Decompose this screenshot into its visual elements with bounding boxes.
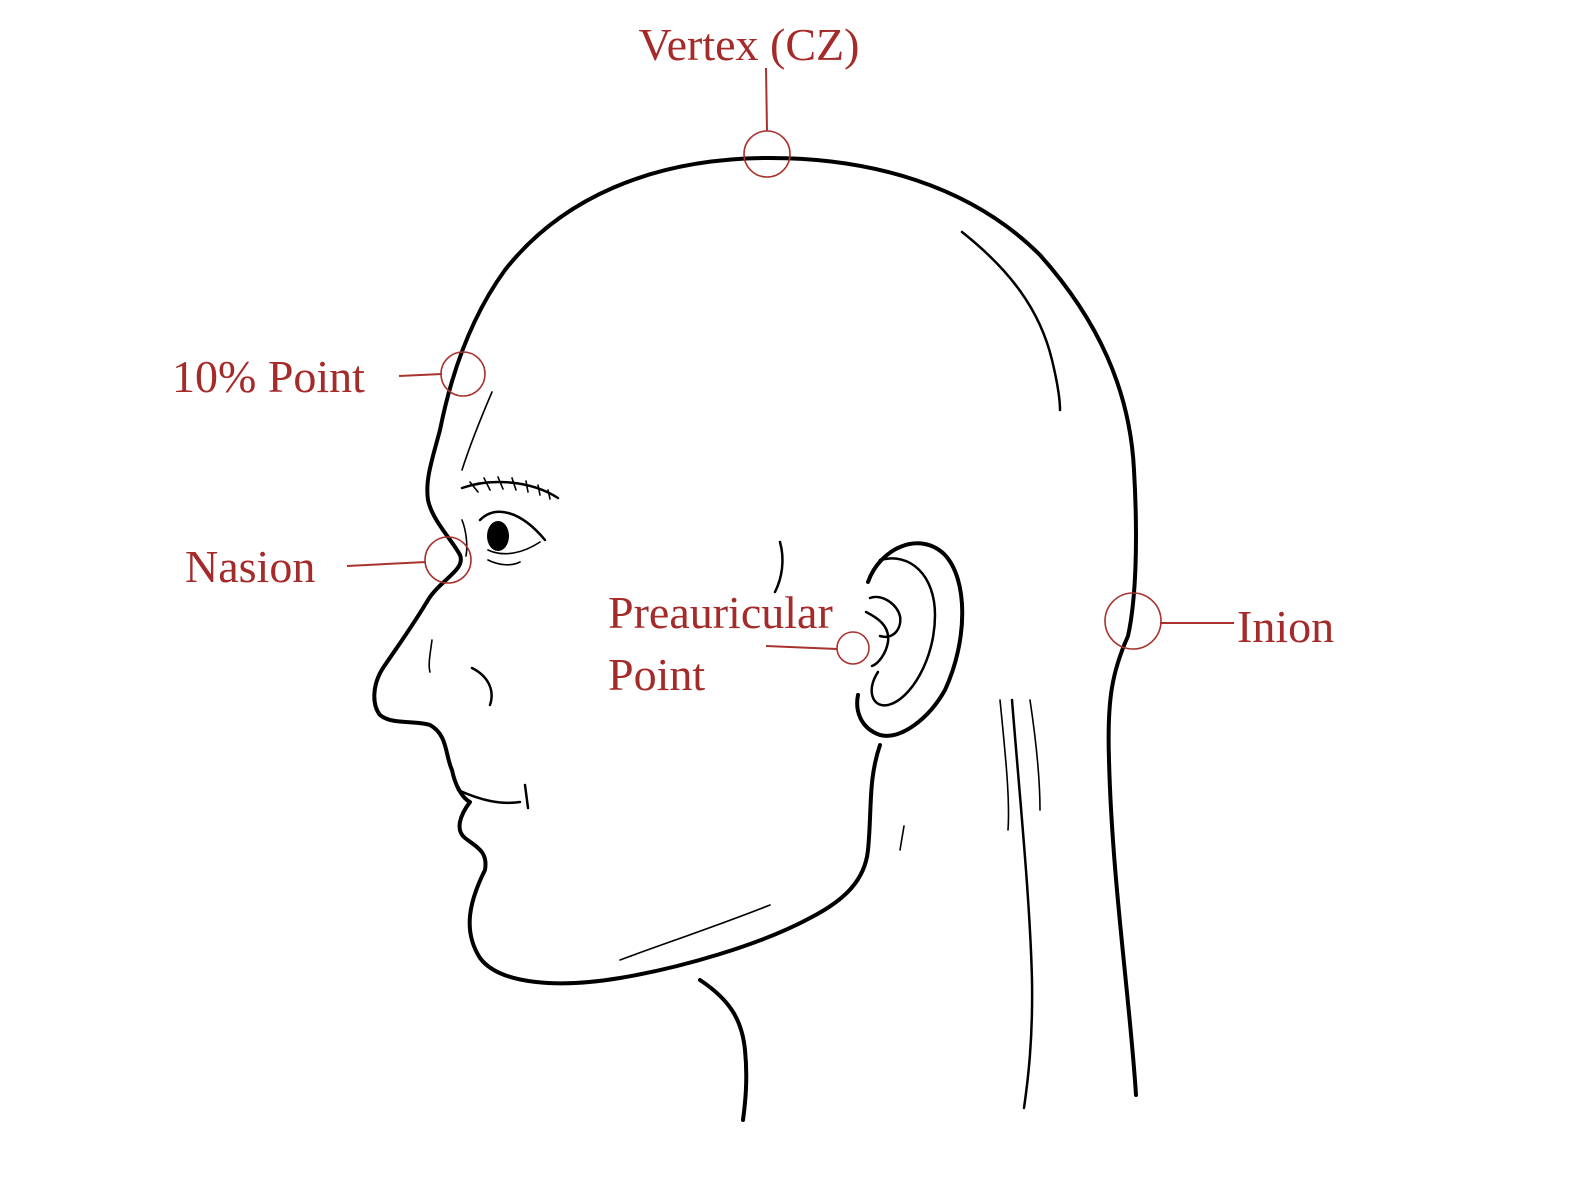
vertex-marker — [743, 130, 791, 178]
preauricular-leader — [765, 645, 838, 650]
landmark-markers — [346, 67, 1234, 665]
neck-muscle-line-2 — [1029, 699, 1041, 811]
nasion-label: Nasion — [185, 541, 315, 592]
eye-crease — [461, 519, 521, 566]
vertex-leader — [765, 67, 768, 132]
landmark-labels: Vertex (CZ) 10% Point Nasion Preauricula… — [172, 19, 1334, 700]
nostril — [470, 666, 493, 707]
eye-pupil — [487, 521, 509, 551]
vertex-label: Vertex (CZ) — [639, 19, 860, 70]
nasion-leader — [346, 561, 427, 567]
mouth-line — [456, 788, 522, 805]
jaw-shade — [619, 904, 771, 961]
ear-antihelix — [864, 595, 902, 668]
head-illustration — [372, 156, 1138, 1122]
preauricular-label-line1: Preauricular — [608, 587, 833, 638]
head-outline — [372, 156, 1138, 1097]
eye-lid — [478, 510, 547, 542]
mouth-corner — [523, 783, 530, 810]
eyebrow-hatch — [469, 476, 551, 500]
inion-label: Inion — [1237, 601, 1334, 652]
ten-percent-marker — [440, 351, 486, 397]
ear-inner — [870, 557, 937, 707]
neck-line — [1010, 698, 1034, 1110]
brow-contour — [461, 391, 493, 471]
ten-percent-label: 10% Point — [172, 351, 365, 402]
nasion-marker — [424, 536, 472, 584]
cheek-line — [773, 540, 784, 594]
eye-lower — [487, 541, 541, 555]
skull-contour — [960, 230, 1062, 412]
nose-line — [428, 639, 433, 673]
preauricular-label-line2: Point — [608, 649, 705, 700]
preauricular-marker — [836, 631, 870, 665]
chin-line — [899, 825, 905, 851]
ear-outer — [855, 541, 965, 738]
ten-percent-leader — [398, 373, 443, 377]
inion-marker — [1104, 592, 1162, 650]
throat-outline — [698, 978, 749, 1122]
neck-muscle-line — [999, 699, 1010, 831]
